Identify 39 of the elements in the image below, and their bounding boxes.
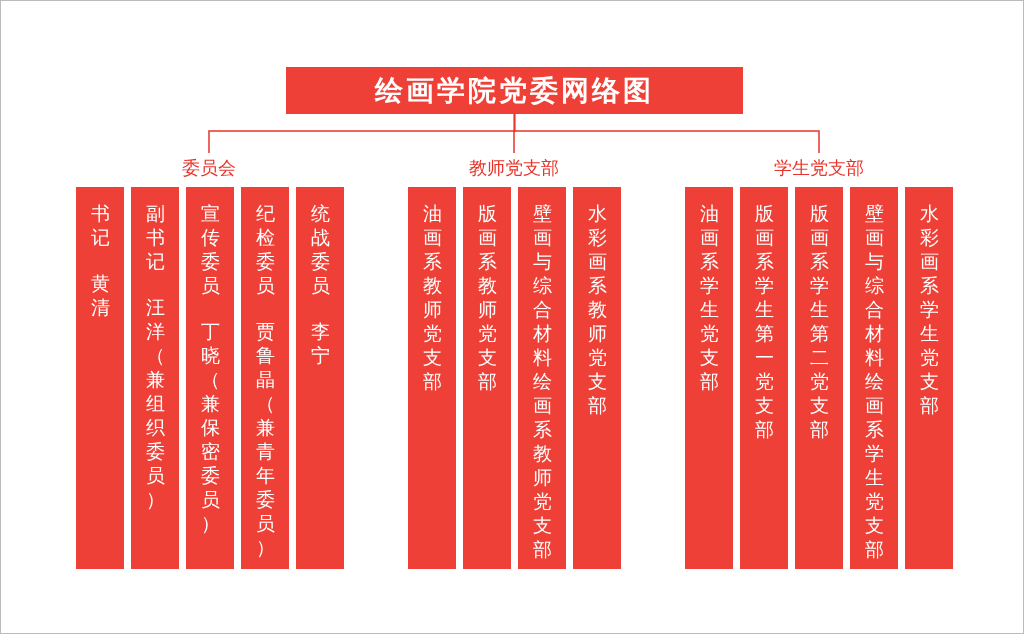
connector-line [513, 113, 820, 154]
column-text: 油画系学生党支部 [699, 201, 719, 393]
column-text: 副书记 [145, 201, 165, 273]
column-text: 油画系教师党支部 [422, 201, 442, 393]
column-text: 壁画与综合材料绘画系教师党支部 [532, 201, 552, 561]
column-text: 水彩画系学生党支部 [919, 201, 939, 417]
org-column [850, 187, 898, 569]
column-text: 版画系教师党支部 [477, 201, 497, 393]
column-text: 壁画与综合材料绘画系学生党支部 [864, 201, 884, 561]
org-column [131, 187, 179, 569]
column-text: 版画系学生第一党支部 [754, 201, 774, 441]
org-column [241, 187, 289, 569]
org-column [795, 187, 843, 569]
group-heading: 学生党支部 [773, 156, 865, 180]
title-banner [286, 67, 743, 114]
column-text: 版画系学生第二党支部 [809, 201, 829, 441]
group-heading: 教师党支部 [468, 156, 560, 180]
org-column [905, 187, 953, 569]
column-text: 李宁 [310, 319, 330, 367]
org-column [463, 187, 511, 569]
column-text: 汪洋（兼组织委员） [145, 295, 165, 511]
org-column [518, 187, 566, 569]
column-text: 统战委员 [310, 201, 330, 297]
group-heading: 委员会 [181, 156, 237, 180]
org-column [685, 187, 733, 569]
column-text: 贾鲁晶（兼青年委员） [255, 319, 275, 559]
org-column [740, 187, 788, 569]
column-text: 丁晓（兼保密委员） [200, 319, 220, 535]
column-text: 黄清 [90, 271, 110, 319]
column-text: 纪检委员 [255, 201, 275, 297]
org-column [76, 187, 124, 569]
org-column [186, 187, 234, 569]
column-text: 书记 [90, 201, 110, 249]
column-text: 宣传委员 [200, 201, 220, 297]
org-column [296, 187, 344, 569]
title-text: 绘画学院党委网络图 [375, 72, 654, 109]
org-column [573, 187, 621, 569]
column-text: 水彩画系教师党支部 [587, 201, 607, 417]
org-column [408, 187, 456, 569]
